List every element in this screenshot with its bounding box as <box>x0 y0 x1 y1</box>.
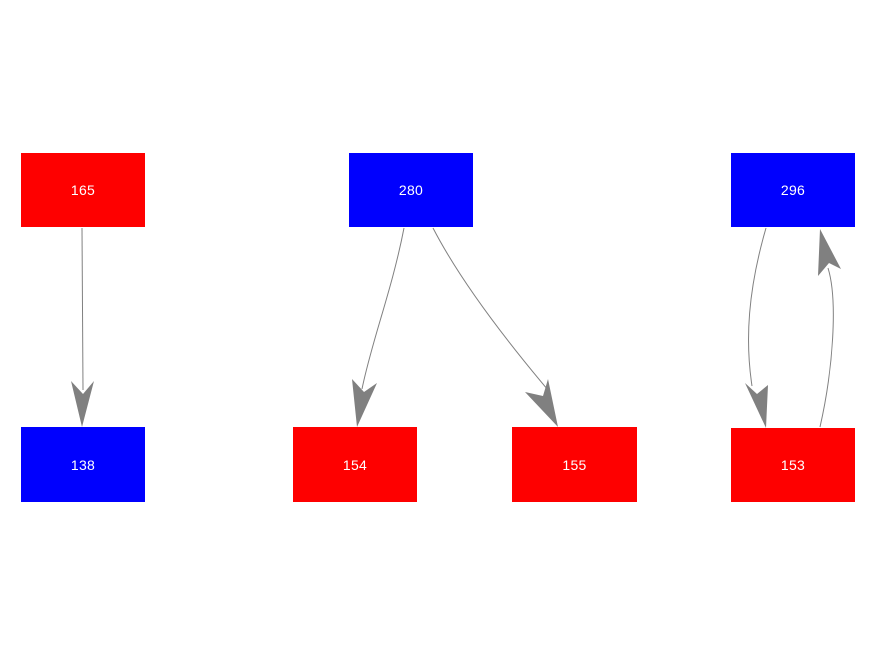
node-label: 153 <box>780 457 806 473</box>
node-label: 154 <box>342 456 368 473</box>
node-label: 138 <box>70 456 96 473</box>
edge-line <box>819 267 834 428</box>
arrowhead-icon <box>525 379 558 427</box>
edge-153-296[interactable] <box>818 229 841 428</box>
node-label: 165 <box>70 182 96 198</box>
edge-line <box>432 227 549 391</box>
edge-280-155[interactable] <box>432 227 558 427</box>
edge-line <box>81 227 84 391</box>
node-label: 155 <box>562 456 587 473</box>
edge-280-154[interactable] <box>352 227 405 427</box>
arrowhead-icon <box>352 379 377 427</box>
edge-line <box>748 227 767 387</box>
graph-node-153[interactable]: 153 <box>731 428 855 502</box>
graph-node-165[interactable]: 165 <box>21 153 145 227</box>
arrowhead-icon <box>818 229 841 276</box>
arrowhead-icon <box>745 383 768 428</box>
graph-node-296[interactable]: 296 <box>731 153 855 227</box>
edge-line <box>361 227 405 390</box>
graph-node-154[interactable]: 154 <box>293 427 417 502</box>
node-label: 280 <box>398 182 424 198</box>
edge-296-153[interactable] <box>745 227 768 428</box>
graph-node-138[interactable]: 138 <box>21 427 145 502</box>
graph-node-280[interactable]: 280 <box>349 153 473 227</box>
edge-165-138[interactable] <box>71 227 94 427</box>
arrowhead-icon <box>71 381 94 427</box>
node-label: 296 <box>780 182 806 198</box>
graph-node-155[interactable]: 155 <box>512 427 637 502</box>
